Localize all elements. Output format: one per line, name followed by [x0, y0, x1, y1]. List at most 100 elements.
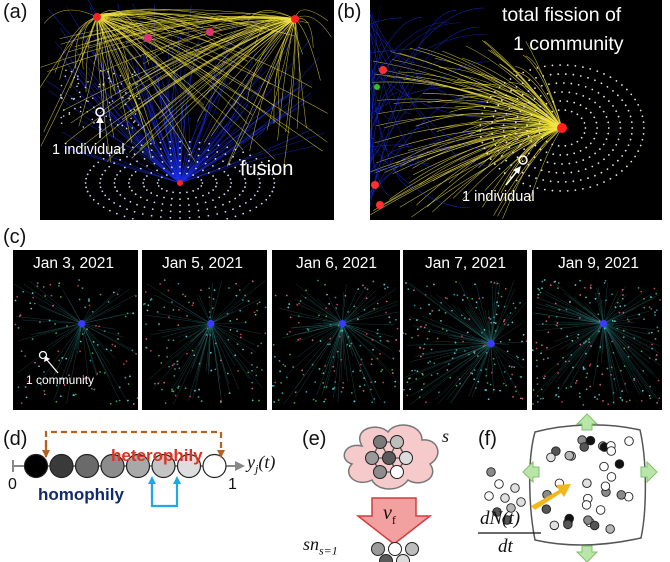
edge [592, 323, 604, 387]
edge [603, 323, 643, 390]
edge-blue [370, 70, 391, 120]
edge [603, 323, 628, 394]
node-dot [541, 136, 544, 139]
hub-node [93, 13, 101, 21]
edge [18, 323, 82, 341]
edge [342, 323, 354, 357]
node-dot [211, 307, 214, 310]
node-dot [271, 173, 274, 176]
node-dot [381, 368, 384, 371]
node-dot [598, 105, 601, 108]
edge [55, 323, 82, 337]
hub-node [291, 15, 299, 23]
node-dot [616, 301, 619, 304]
node-dot [629, 138, 632, 141]
node-dot [216, 213, 219, 215]
edge [475, 343, 492, 377]
node-dot [417, 334, 420, 337]
node-dot [363, 377, 366, 379]
node-dot [116, 174, 118, 176]
edge-blue [370, 21, 449, 83]
node-dot [621, 399, 624, 401]
edge [601, 323, 604, 364]
node-dot [614, 306, 617, 309]
node-dot [585, 340, 587, 342]
node-dot [515, 390, 517, 393]
edge [342, 323, 381, 339]
edge-yellow [294, 9, 328, 21]
node-dot [32, 296, 35, 299]
node-dot [522, 333, 525, 336]
node-dot [274, 381, 277, 384]
node-dot [232, 155, 234, 158]
node-dot [154, 382, 156, 385]
node-dot [523, 105, 526, 108]
edge [81, 323, 98, 376]
panel-c-snapshot-3: Jan 6, 2021 [272, 250, 400, 410]
node-dot [497, 304, 500, 307]
node-dot [177, 324, 180, 326]
node-dot [466, 331, 469, 334]
node-dot [409, 318, 411, 321]
node-dot [416, 328, 419, 331]
node-dot [105, 348, 108, 351]
edge [603, 323, 634, 371]
node-dot [328, 302, 331, 305]
node-dot [566, 100, 569, 103]
panel-c-date-4: Jan 7, 2021 [425, 255, 507, 272]
community-network [365, 435, 413, 479]
node-dot [125, 92, 127, 94]
node-dot [150, 298, 153, 300]
edge [304, 323, 343, 368]
node-dot [502, 382, 505, 385]
node-dot [238, 289, 241, 291]
node-dot [79, 340, 82, 343]
edge [81, 313, 124, 324]
node-dot [602, 143, 605, 146]
node-dot [130, 117, 132, 120]
node-dot [404, 333, 407, 335]
node-dot [579, 75, 582, 77]
node-dot [279, 370, 282, 373]
edge [603, 323, 630, 356]
node-dot [244, 321, 247, 324]
node-dot [579, 279, 581, 282]
node-dot [642, 132, 645, 135]
node-dot [532, 388, 535, 391]
node-dot [454, 341, 457, 344]
node-dot [122, 363, 125, 365]
node-dot [470, 371, 472, 374]
node-dot [149, 349, 152, 352]
edge [342, 292, 344, 324]
edge [491, 280, 497, 344]
node-dot [92, 198, 95, 201]
edge [436, 343, 492, 400]
incoming-node [510, 483, 520, 493]
node-dot [564, 144, 567, 147]
panel-c-snapshot-1-graphic [13, 279, 138, 405]
node-dot [255, 374, 258, 377]
node-dot [20, 402, 23, 404]
node-dot [235, 282, 238, 285]
node-dot [198, 362, 201, 365]
node-dot [124, 103, 127, 106]
node-dot [16, 295, 19, 298]
node-dot [226, 146, 229, 149]
node-dot [158, 323, 160, 326]
edge-yellow [515, 66, 563, 129]
node-dot [376, 332, 379, 335]
node-dot [630, 160, 633, 163]
node-dot [383, 401, 386, 404]
node-dot [222, 203, 224, 206]
node-dot [98, 85, 100, 88]
node-dot [171, 388, 173, 391]
node-dot [559, 190, 561, 192]
edge [287, 323, 343, 374]
panel-c-community-label: 1 community [26, 373, 95, 387]
node-dot [528, 79, 531, 82]
node-dot [628, 399, 631, 402]
node-dot [481, 331, 483, 334]
edge [564, 293, 604, 324]
node-dot [428, 303, 430, 306]
node-dot [318, 314, 320, 317]
